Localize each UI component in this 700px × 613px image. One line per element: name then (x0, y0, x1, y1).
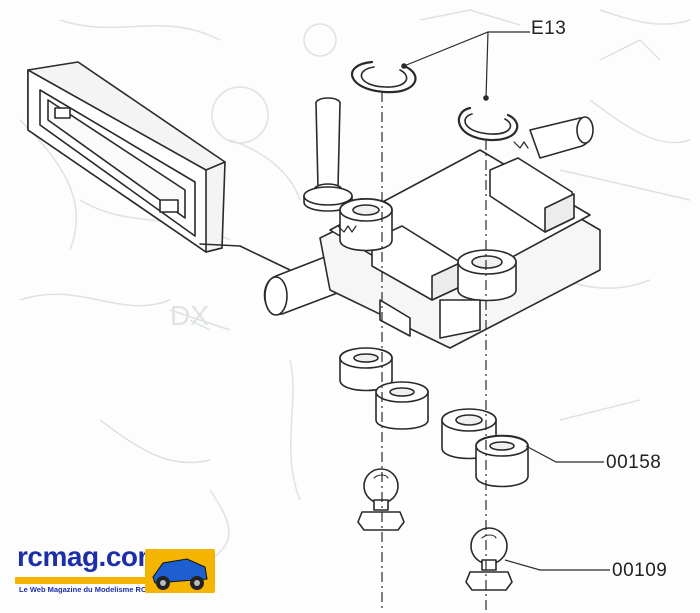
servo-tray (27, 61, 291, 271)
logo-yellow-bar (15, 577, 165, 584)
bushing-left (339, 347, 429, 430)
ball-stud-right (465, 527, 513, 591)
pivot-post (303, 97, 353, 212)
bellcrank-body (263, 116, 601, 349)
part-label-e13: E13 (531, 18, 567, 39)
leader-lines (403, 31, 610, 571)
ball-stud-left (357, 468, 405, 531)
rc-car-icon (145, 549, 215, 593)
rcmag-logo: rcmag.com Le Web Magazine du Modelisme R… (15, 541, 215, 603)
e-clip-left (351, 60, 417, 94)
e-clip-right (457, 95, 519, 142)
part-label-00109: 00109 (612, 560, 668, 581)
center-lines (381, 92, 487, 610)
ghost-text: DX (170, 300, 209, 331)
bushing-right (441, 408, 529, 488)
part-label-00158: 00158 (606, 452, 662, 473)
logo-tagline: Le Web Magazine du Modelisme RC (19, 585, 147, 594)
logo-wordmark: rcmag.com (17, 541, 162, 572)
